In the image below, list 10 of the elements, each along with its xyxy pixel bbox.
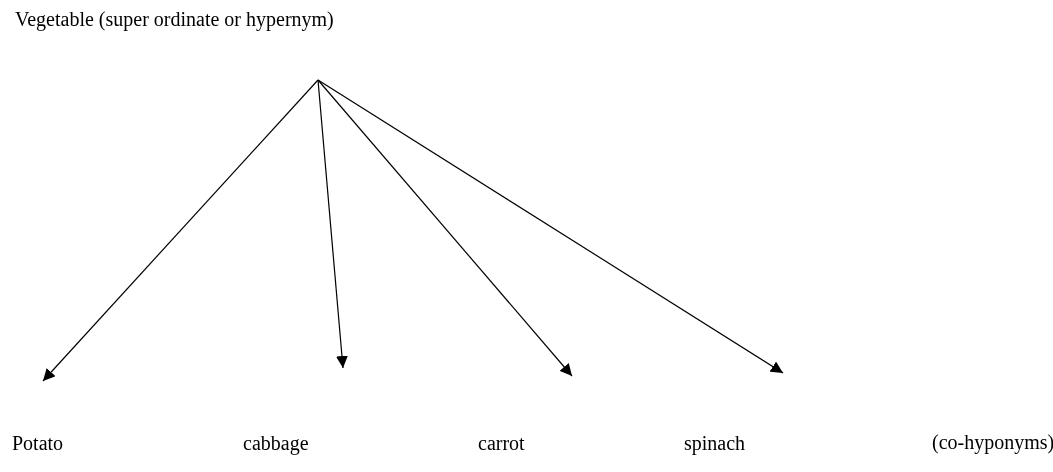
arrow — [42, 79, 319, 382]
node-label: Potato — [12, 432, 64, 455]
node-label: carrot — [478, 432, 525, 455]
arrow — [317, 79, 348, 369]
text-label: (co-hyponyms) — [932, 431, 1053, 454]
arrow — [317, 79, 573, 377]
node-label: cabbage — [243, 432, 309, 455]
text-label: Vegetable (super ordinate or hypernym) — [15, 8, 334, 31]
node-label: spinach — [684, 432, 746, 455]
arrow — [317, 79, 784, 374]
